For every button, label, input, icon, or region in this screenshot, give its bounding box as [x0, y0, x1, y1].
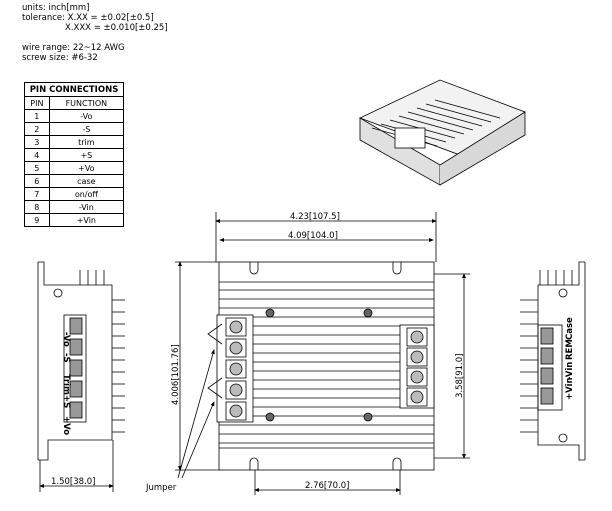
table-row: 5+Vo: [24, 161, 125, 175]
heatsink-fin: [407, 111, 474, 131]
isometric-view: [358, 79, 526, 186]
terminal-label: -Vin: [565, 362, 575, 380]
drawing-notes: units: inch[mm] tolerance: X.XX = ±0.02[…: [22, 3, 168, 63]
table-row: 2-S: [24, 122, 125, 136]
terminal: [69, 317, 83, 335]
terminal: [69, 401, 83, 419]
dim-overall-width: 4.23[107.5]: [290, 212, 340, 222]
screw-icon: [410, 370, 424, 384]
screw-size-note: screw size: #6-32: [22, 53, 98, 63]
wire-range-note: wire range: 22~12 AWG: [22, 43, 125, 53]
dim-body-width: 4.09[104.0]: [288, 231, 338, 241]
terminal-label: +Vin: [565, 377, 575, 400]
table-row: 9+Vin: [24, 213, 125, 227]
screw-icon: [410, 330, 424, 344]
screw-icon: [229, 404, 243, 418]
terminal: [69, 359, 83, 377]
dim-mount-spacing: 2.76[70.0]: [305, 481, 349, 491]
terminal-label: -S: [61, 353, 71, 363]
tolerance-note: tolerance: X.XX = ±0.02[±0.5]: [22, 13, 154, 23]
screw-icon: [53, 288, 63, 298]
terminal-label: +S: [61, 395, 71, 408]
terminal-label: REM: [565, 339, 575, 360]
terminal: [540, 347, 554, 365]
terminal: [540, 367, 554, 385]
jumper-label: Jumper: [145, 483, 177, 493]
heatsink-fin: [416, 107, 483, 127]
heatsink-fin: [425, 103, 492, 123]
dim-mount-height: 3.58[91.0]: [455, 354, 465, 398]
screw-icon: [229, 362, 243, 376]
heatsink-fin: [434, 99, 501, 119]
right-side-view: [520, 261, 586, 461]
screw-icon: [229, 341, 243, 355]
dim-overall-height: 4.006[101.76]: [171, 344, 181, 405]
dim-side-depth: 1.50[38.0]: [51, 477, 95, 487]
screw-icon: [229, 320, 243, 334]
pin-function: +Vin: [48, 213, 125, 227]
terminal-label: -Vo: [61, 332, 71, 347]
terminal: [69, 380, 83, 398]
terminal-label: +Vo: [61, 416, 71, 435]
terminal: [540, 327, 554, 345]
screw-icon: [410, 350, 424, 364]
screw-icon: [558, 433, 568, 443]
terminal-label: Case: [565, 317, 575, 340]
left-side-view: [37, 261, 125, 461]
table-row: 8-Vin: [24, 200, 125, 214]
jumper-icon: [207, 323, 223, 399]
dimension-lines: [40, 212, 470, 495]
terminal-label: Trim: [61, 374, 71, 395]
pin-function: +Vo: [48, 161, 125, 175]
units-note: units: inch[mm]: [22, 3, 90, 13]
screw-icon: [410, 390, 424, 404]
heatsink-fin: [398, 115, 465, 135]
table-row: 4+S: [24, 148, 125, 162]
main-view: [207, 261, 435, 471]
screw-icon: [229, 383, 243, 397]
screw-icon: [558, 288, 568, 298]
terminal: [540, 387, 554, 405]
tolerance-note-2: X.XXX = ±0.010[±0.25]: [65, 23, 168, 33]
terminal: [69, 338, 83, 356]
